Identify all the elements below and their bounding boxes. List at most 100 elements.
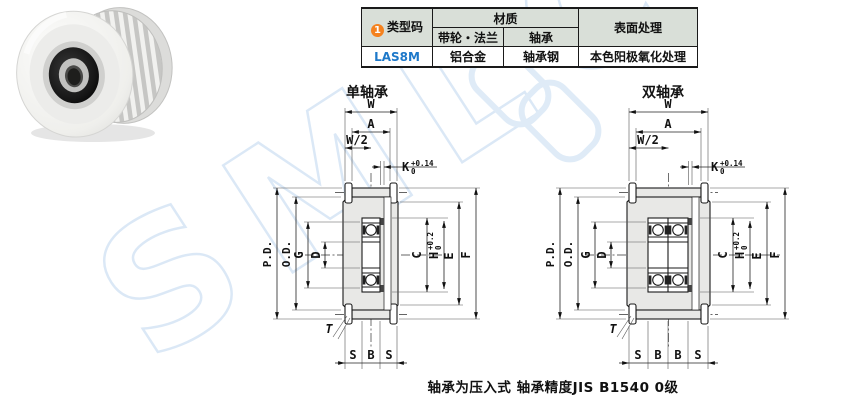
h-tolerance-upper: +0.2: [426, 232, 435, 250]
surface-treatment-value: 本色阳极氧化处理: [578, 46, 698, 68]
flange-bottom: [628, 303, 709, 325]
flange-bottom: [344, 303, 398, 325]
dim-label-h: H: [733, 252, 747, 259]
surface-header: 表面处理: [578, 7, 698, 47]
dim-label-g: G: [579, 251, 593, 258]
flange-top: [628, 182, 709, 204]
product-photo: [16, 7, 173, 142]
dim-label-w: W: [664, 97, 672, 111]
dim-w-half: W/2: [628, 133, 669, 150]
dim-label-pd: P.D.: [261, 241, 274, 268]
retaining-ring: [380, 218, 384, 225]
k-tolerance-upper: +0.14: [720, 159, 743, 168]
dim-label-b: B: [367, 348, 374, 362]
k-tolerance-lower: 0: [720, 167, 725, 176]
h-tolerance-lower: 0: [434, 245, 443, 250]
flange-top: [344, 182, 398, 204]
single-diagram-title: 单轴承: [346, 84, 388, 101]
table-row: LAS8M 铝合金 轴承钢 本色阳极氧化处理: [361, 46, 698, 68]
counterbore-step: [383, 196, 392, 311]
retaining-ring: [688, 218, 692, 225]
dim-w: W: [628, 97, 709, 181]
dim-w-half: W/2: [344, 133, 372, 150]
dim-k: K +0.14 0: [680, 159, 745, 185]
dim-label-e: E: [750, 252, 764, 259]
dim-pd: P.D.: [544, 187, 626, 320]
dim-sbs: S B S: [335, 321, 407, 369]
dim-label-a: A: [664, 117, 672, 131]
dim-label-f: F: [459, 251, 473, 258]
dim-label-s: S: [634, 348, 641, 362]
dim-label-t: T: [325, 322, 333, 336]
dim-t: T: [325, 315, 351, 340]
dim-label-b: B: [674, 348, 681, 362]
dim-label-s: S: [385, 348, 392, 362]
bearing-note: 轴承为压入式 轴承精度JIS B1540 0级: [427, 380, 679, 396]
technical-drawings: 单轴承: [261, 84, 789, 369]
dim-label-od: O.D.: [280, 241, 293, 268]
dim-g: G: [579, 221, 646, 289]
pulley-material-value: 铝合金: [432, 46, 504, 68]
dim-f: F: [710, 187, 789, 320]
dim-f: F: [399, 187, 480, 320]
k-tolerance-lower: 0: [411, 167, 416, 176]
dim-label-s: S: [349, 348, 356, 362]
dim-label-s: S: [694, 348, 701, 362]
dim-t: T: [609, 315, 635, 340]
dim-k: K +0.14 0: [372, 159, 437, 185]
dim-d: D: [595, 241, 646, 269]
dim-od: O.D.: [562, 196, 625, 311]
dim-a: A: [635, 117, 702, 181]
double-diagram-title: 双轴承: [642, 84, 684, 101]
dim-label-d: D: [595, 251, 609, 258]
double-bearing-diagram: 双轴承: [544, 84, 789, 369]
single-bearing-diagram: 单轴承: [261, 84, 480, 369]
dim-label-e: E: [442, 252, 456, 259]
dim-label-pd: P.D.: [544, 241, 557, 268]
dim-label-f: F: [768, 251, 782, 258]
retaining-ring: [380, 285, 384, 292]
dim-h: H +0.2 0: [426, 220, 446, 290]
dim-label-t: T: [609, 322, 617, 336]
material-header: 材质: [432, 7, 579, 28]
number-1-badge-icon: 1: [370, 24, 384, 37]
dim-label-c: C: [410, 251, 424, 258]
type-code-value: LAS8M: [361, 46, 433, 68]
bearing-material-value: 轴承钢: [503, 46, 579, 68]
highlight: [23, 11, 68, 55]
dim-label-g: G: [292, 251, 306, 258]
dim-g: G: [292, 221, 360, 289]
dim-e: E: [400, 201, 463, 306]
dim-label-a: A: [367, 117, 375, 131]
dim-od: O.D.: [280, 196, 341, 311]
dim-label-b: B: [654, 348, 661, 362]
dim-c: C: [392, 217, 448, 293]
dim-label-c: C: [716, 251, 730, 258]
dim-a: A: [351, 117, 391, 181]
dim-w: W: [344, 97, 398, 181]
dim-label-w: W: [367, 97, 375, 111]
dim-h: H +0.2 0: [732, 220, 752, 290]
counterbore-step: [691, 196, 700, 311]
dim-label-h: H: [427, 252, 441, 259]
type-code-label: 类型码: [386, 20, 423, 34]
dim-e: E: [712, 201, 771, 306]
bearing-section: [647, 217, 692, 293]
dim-sbbs: S B B S: [619, 321, 718, 369]
bearing-section: [361, 217, 384, 293]
dim-d: D: [309, 241, 360, 269]
dim-label-d: D: [309, 251, 323, 258]
bore-hole: [67, 68, 81, 86]
dim-c: C: [700, 217, 754, 293]
material-sub-bearing: 轴承: [503, 27, 579, 47]
dim-label-w-half: W/2: [346, 133, 368, 147]
dim-label-k: K: [711, 160, 719, 174]
dim-label-k: K: [402, 160, 410, 174]
k-tolerance-upper: +0.14: [411, 159, 434, 168]
h-tolerance-lower: 0: [740, 245, 749, 250]
material-sub-pulley-flange: 带轮・法兰: [432, 27, 504, 47]
dim-label-w-half: W/2: [637, 133, 659, 147]
